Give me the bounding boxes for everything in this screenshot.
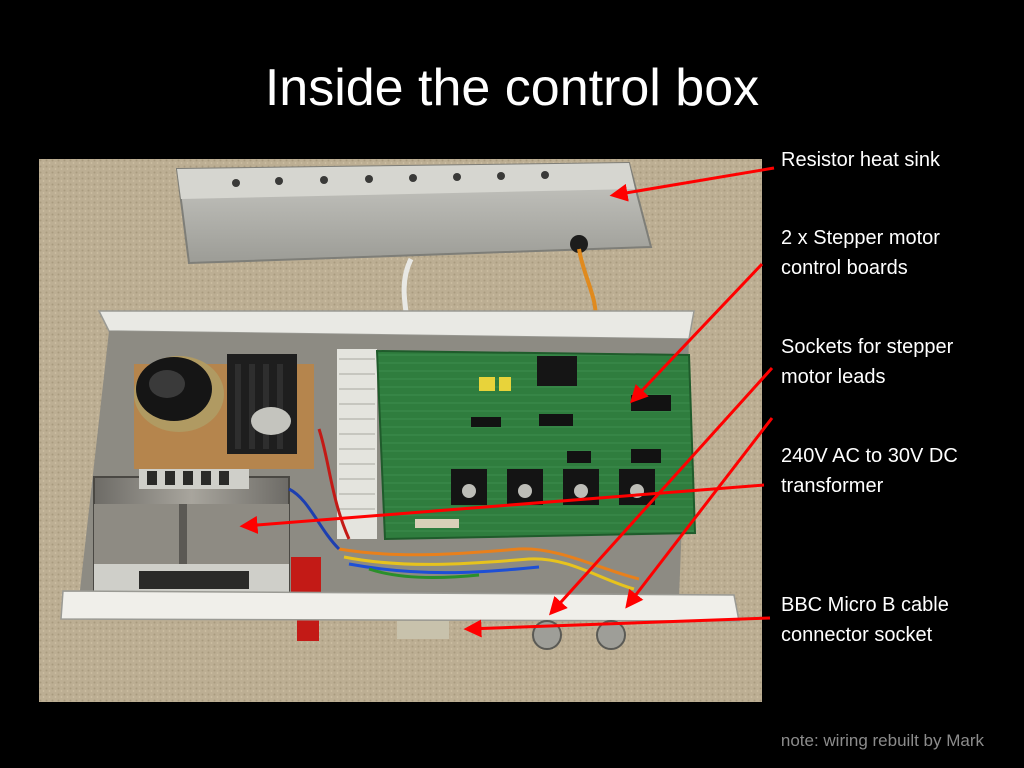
capacitor xyxy=(134,356,224,432)
label-resistor-heat-sink: Resistor heat sink xyxy=(781,145,1006,175)
label-bbc-socket: BBC Micro B cable connector socket xyxy=(781,590,1006,650)
heat-sink-box xyxy=(175,161,653,325)
label-line: BBC Micro B cable xyxy=(781,594,949,616)
label-line: 2 x Stepper motor xyxy=(781,227,940,249)
label-line: connector socket xyxy=(781,624,933,646)
label-line: Resistor heat sink xyxy=(781,149,940,171)
control-box-illustration xyxy=(39,159,762,702)
label-line: Sockets for stepper xyxy=(781,336,954,358)
stepper-pcb xyxy=(375,349,697,541)
footnote: note: wiring rebuilt by Mark xyxy=(780,731,984,750)
label-stepper-boards: 2 x Stepper motor control boards xyxy=(781,223,1006,283)
control-box-photo xyxy=(39,159,762,702)
label-line: control boards xyxy=(781,257,908,279)
slide-title: Inside the control box xyxy=(264,59,760,117)
label-line: 240V AC to 30V DC xyxy=(781,445,958,467)
label-stepper-sockets: Sockets for stepper motor leads xyxy=(781,332,1006,392)
regulator-heatsinks xyxy=(227,354,297,454)
label-line: motor leads xyxy=(781,366,886,388)
transformer xyxy=(93,469,290,594)
label-transformer: 240V AC to 30V DC transformer xyxy=(781,441,1006,501)
label-line: transformer xyxy=(781,475,884,497)
